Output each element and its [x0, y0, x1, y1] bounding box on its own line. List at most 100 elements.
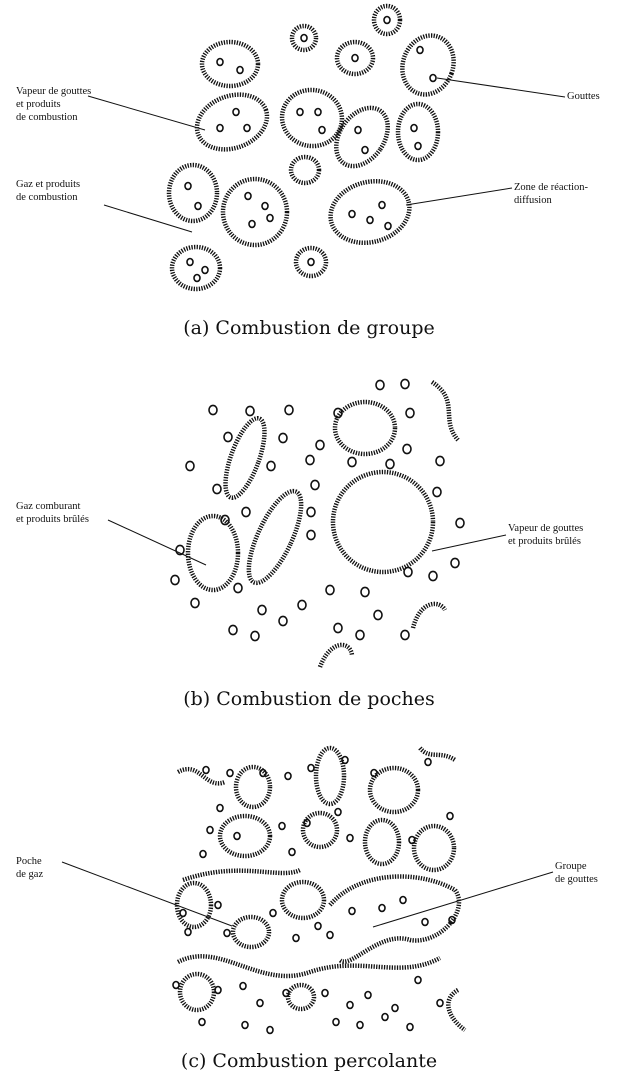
droplet: [355, 127, 361, 134]
droplet: [298, 600, 306, 609]
droplet: [246, 406, 254, 415]
droplet: [279, 433, 287, 442]
flame-zone: [414, 826, 454, 870]
droplet: [258, 605, 266, 614]
flame-front: [432, 382, 458, 440]
flame-zone: [324, 173, 417, 252]
droplet: [308, 765, 314, 772]
droplet: [244, 125, 250, 132]
label-gaz-produits-combustion: Gaz et produits de combustion: [16, 178, 80, 204]
droplet: [362, 147, 368, 154]
droplet: [456, 518, 464, 527]
droplet: [257, 1000, 263, 1007]
droplet: [415, 977, 421, 984]
droplet: [240, 983, 246, 990]
droplet: [262, 203, 268, 210]
droplet: [202, 267, 208, 274]
flame-zone: [288, 985, 314, 1009]
droplet: [199, 1019, 205, 1026]
leader-line: [88, 96, 205, 130]
droplet: [356, 630, 364, 639]
droplet: [417, 47, 423, 54]
droplet: [207, 827, 213, 834]
droplet: [233, 109, 239, 116]
droplet: [301, 35, 307, 42]
droplet: [382, 1014, 388, 1021]
flame-zone: [398, 104, 438, 160]
droplet: [349, 211, 355, 218]
droplet: [385, 223, 391, 230]
droplet: [234, 833, 240, 840]
droplet: [349, 908, 355, 915]
flame-pocket: [238, 485, 311, 590]
droplet: [376, 380, 384, 389]
droplet: [209, 405, 217, 414]
droplet: [447, 813, 453, 820]
flame-zone: [233, 917, 269, 947]
flame-front: [448, 990, 465, 1030]
label-gaz-comburant-produits-brules: Gaz comburant et produits brûlés: [16, 500, 89, 526]
flame-zone: [292, 26, 316, 50]
droplet: [227, 770, 233, 777]
droplet: [249, 221, 255, 228]
droplet: [171, 575, 179, 584]
droplet: [191, 598, 199, 607]
label-vapeur-gouttes-produits-combustion: Vapeur de gouttes et produits de combust…: [16, 85, 91, 124]
droplet: [200, 851, 206, 858]
droplet: [217, 125, 223, 132]
droplet: [352, 55, 358, 62]
droplet: [315, 923, 321, 930]
leader-lines: [62, 78, 565, 927]
droplet: [279, 823, 285, 830]
droplet: [401, 630, 409, 639]
droplet: [425, 759, 431, 766]
droplet: [194, 275, 200, 282]
label-vapeur-gouttes-produits-brules: Vapeur de gouttes et produits brûlés: [508, 522, 583, 548]
panel-c-illustration: [173, 748, 465, 1033]
leader-line: [406, 188, 512, 205]
droplet: [224, 432, 232, 441]
droplet: [367, 217, 373, 224]
droplet: [334, 623, 342, 632]
droplet: [429, 571, 437, 580]
droplet: [433, 487, 441, 496]
flame-front: [183, 870, 300, 880]
label-groupe-de-gouttes: Groupe de gouttes: [555, 860, 598, 886]
droplet: [316, 440, 324, 449]
flame-zone: [365, 820, 399, 864]
droplet: [319, 127, 325, 134]
droplet: [384, 17, 390, 24]
leader-line: [104, 205, 192, 232]
label-zone-reaction-diffusion: Zone de réaction- diffusion: [514, 181, 588, 207]
flame-zone: [236, 767, 270, 807]
droplet: [217, 805, 223, 812]
droplet: [404, 567, 412, 576]
flame-front: [320, 645, 352, 667]
flame-zone: [303, 813, 337, 847]
droplet: [436, 456, 444, 465]
droplet: [217, 59, 223, 66]
flame-zone: [278, 85, 347, 151]
droplet: [297, 109, 303, 116]
droplet: [401, 379, 409, 388]
label-gouttes: Gouttes: [567, 90, 600, 103]
flame-zone: [202, 42, 258, 86]
caption-b: (b) Combustion de poches: [0, 688, 618, 710]
droplet: [430, 75, 436, 82]
droplet: [237, 67, 243, 74]
droplet: [185, 929, 191, 936]
caption-a: (a) Combustion de groupe: [0, 317, 618, 339]
droplet: [315, 109, 321, 116]
droplet: [229, 625, 237, 634]
droplet: [180, 910, 186, 917]
droplet: [451, 558, 459, 567]
droplet: [407, 1024, 413, 1031]
droplet: [403, 444, 411, 453]
droplet: [307, 530, 315, 539]
leader-line: [108, 520, 206, 565]
flame-zone: [374, 6, 400, 34]
flame-zone: [180, 974, 214, 1010]
flame-zone: [189, 85, 274, 158]
label-poche-de-gaz: Poche de gaz: [16, 855, 43, 881]
droplet: [327, 932, 333, 939]
